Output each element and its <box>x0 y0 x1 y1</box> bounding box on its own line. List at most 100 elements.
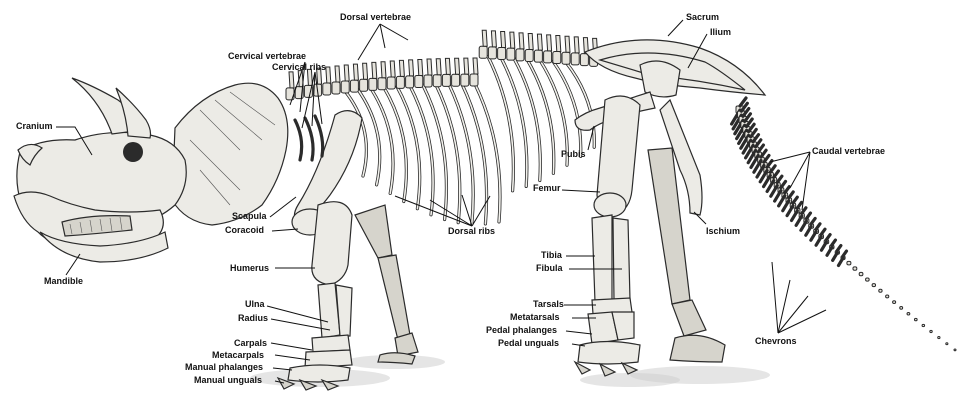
neural-spine <box>444 57 451 75</box>
dorsal-rib <box>408 84 435 217</box>
dorsal-rib <box>382 85 408 204</box>
caudal-spine <box>749 127 758 139</box>
label-ischium: Ischium <box>706 226 741 236</box>
chevron <box>762 173 772 189</box>
label-coracoid: Coracoid <box>225 225 265 235</box>
label-mandible: Mandible <box>44 276 84 286</box>
label-tibia: Tibia <box>541 250 562 260</box>
chevron <box>765 178 776 194</box>
vertebra <box>368 77 378 91</box>
vertebra <box>533 49 543 63</box>
tail-caudal-vertebrae <box>730 96 957 352</box>
chevron <box>749 153 760 170</box>
neural-spine <box>408 59 415 77</box>
caudal-vertebra <box>892 300 897 304</box>
caudal-spine <box>800 206 808 216</box>
label-dorsal-vertebrae: Dorsal vertebrae <box>340 12 412 22</box>
chevron <box>769 183 779 198</box>
label-dorsal-ribs: Dorsal ribs <box>448 226 496 236</box>
chevron <box>794 214 804 227</box>
vertebra <box>478 45 488 59</box>
vertebra <box>579 53 589 67</box>
caudal-spine <box>772 169 781 180</box>
caudal-spine <box>787 190 795 200</box>
label-sacrum: Sacrum <box>686 12 720 22</box>
neural-spine <box>334 65 341 83</box>
neural-spine <box>435 58 442 76</box>
vertebra <box>395 75 405 89</box>
caudal-spine <box>795 200 804 210</box>
chevron <box>799 219 808 232</box>
neural-spine <box>472 57 479 75</box>
dorsal-rib <box>356 88 382 187</box>
caudal-spine <box>743 112 753 124</box>
caudal-vertebra <box>906 311 911 316</box>
chevron <box>752 158 763 174</box>
vertebra <box>561 51 571 65</box>
caudal-spine <box>775 174 784 185</box>
chevron <box>789 209 799 223</box>
caudal-spine <box>738 96 748 108</box>
label-ulna: Ulna <box>245 299 265 309</box>
neural-spine <box>362 62 369 80</box>
label-femur: Femur <box>533 183 561 193</box>
neural-spine <box>454 57 461 75</box>
dorsal-ribs <box>343 54 596 226</box>
neural-spine <box>546 34 553 52</box>
caudal-vertebra <box>878 288 883 293</box>
chevron <box>777 194 787 208</box>
neural-spine <box>389 60 396 78</box>
chevron <box>825 245 834 257</box>
label-radius: Radius <box>238 313 269 323</box>
caudal-spine <box>824 233 832 242</box>
neural-spine <box>555 35 562 53</box>
neural-spine <box>518 32 525 50</box>
far-forelimb <box>354 204 419 365</box>
neural-spine <box>352 63 359 81</box>
label-scapula: Scapula <box>232 211 267 221</box>
caudal-spine <box>814 222 822 231</box>
vertebra <box>506 47 516 61</box>
chevron <box>809 229 818 242</box>
neural-spine <box>527 33 534 51</box>
neural-spine <box>509 31 516 49</box>
chevron <box>781 199 791 213</box>
vertebra <box>441 73 451 87</box>
cervical-ribs <box>293 114 325 162</box>
label-pubis: Pubis <box>561 149 586 159</box>
neural-spine <box>380 61 387 79</box>
neural-spine <box>426 58 433 76</box>
chevron <box>746 148 758 165</box>
caudal-spine <box>804 211 813 221</box>
chevron <box>836 256 845 268</box>
neural-spine <box>481 29 488 47</box>
caudal-vertebra <box>953 348 957 352</box>
caudal-vertebra <box>929 329 933 334</box>
vertebra <box>359 78 369 92</box>
caudal-vertebra <box>913 317 918 322</box>
label-caudal-vertebrae: Caudal vertebrae <box>812 146 886 156</box>
caudal-spine <box>841 249 849 258</box>
label-pedal-unguals: Pedal unguals <box>498 338 560 348</box>
chevron <box>804 224 813 237</box>
label-ilium: Ilium <box>710 27 732 37</box>
label-cranium: Cranium <box>16 121 53 131</box>
caudal-vertebra <box>937 336 941 340</box>
chevron <box>773 188 783 203</box>
vertebra <box>497 47 507 61</box>
neural-spine <box>288 71 295 89</box>
far-hindlimb <box>647 147 726 363</box>
caudal-spine <box>753 138 763 149</box>
vertebra <box>377 77 387 91</box>
caudal-spine <box>759 148 768 159</box>
label-carpals: Carpals <box>234 338 268 348</box>
chevron <box>758 168 769 184</box>
neural-spine <box>463 57 470 75</box>
label-tarsals: Tarsals <box>533 299 564 309</box>
vertebra <box>515 48 525 62</box>
caudal-spine <box>746 122 756 134</box>
chevron <box>831 250 839 262</box>
label-metacarpals: Metacarpals <box>212 350 265 360</box>
